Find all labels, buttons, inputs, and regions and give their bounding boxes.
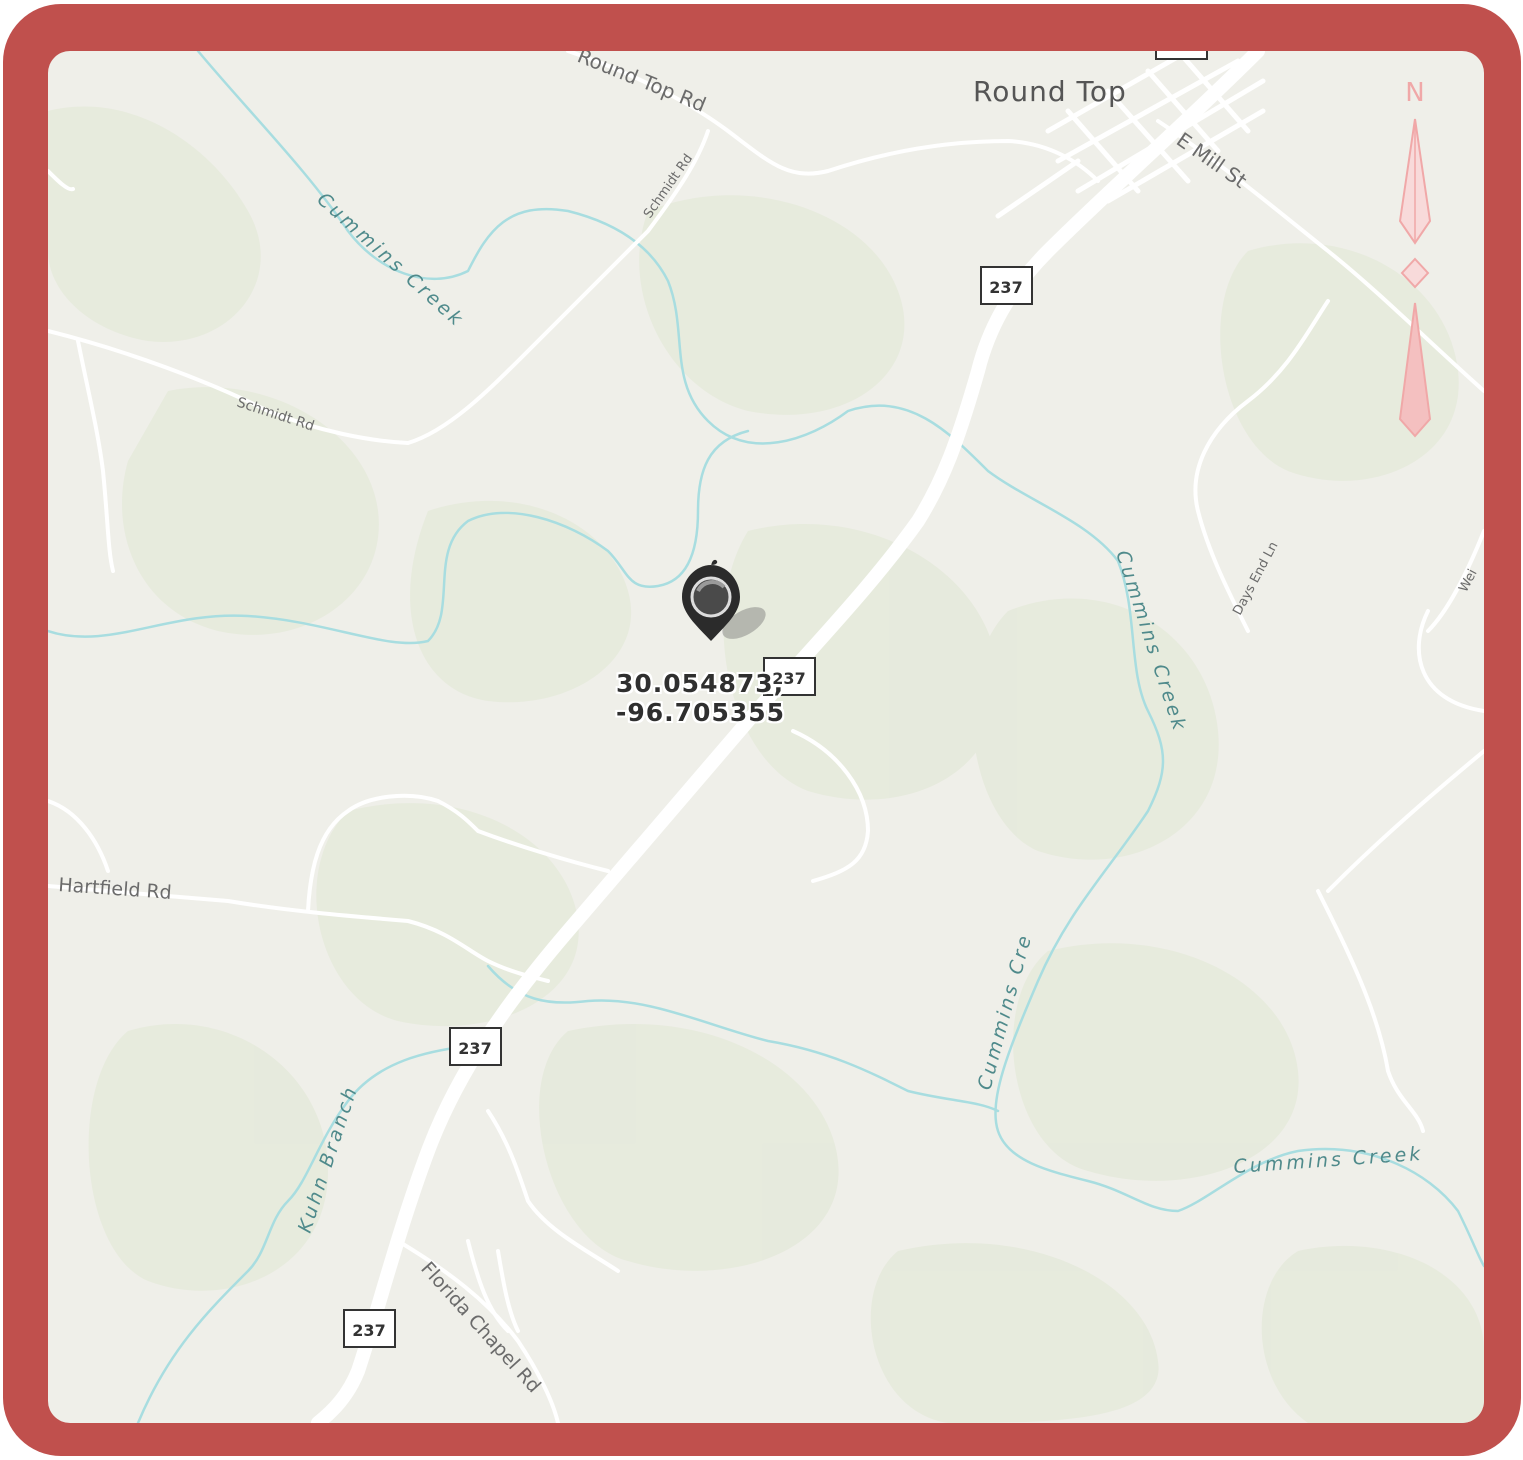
map-canvas[interactable]: 237 237 237 237 Round Top Round Top Rd	[48, 51, 1484, 1423]
latitude-text: 30.054873,	[616, 669, 785, 698]
route-shield-1: 237	[980, 266, 1033, 305]
route-shield-2-text: 237	[772, 669, 805, 688]
map-frame: 237 237 237 237 Round Top Round Top Rd	[3, 4, 1521, 1456]
creek-mid	[48, 429, 750, 645]
map-svg: 237 237 237 237 Round Top Round Top Rd	[48, 51, 1484, 1423]
coordinate-label: 30.054873, -96.705355	[616, 669, 785, 727]
road-label-days-end-ln: Days End Ln	[1230, 539, 1281, 617]
water-layer	[48, 51, 1484, 1423]
road-label-round-top-rd: Round Top Rd	[574, 51, 709, 117]
creek-kuhn	[136, 1044, 470, 1423]
water-label-cummins-creek-nw: Cummins Creek	[313, 188, 469, 332]
route-shield-2: 237	[763, 657, 816, 696]
longitude-text: -96.705355	[616, 698, 786, 727]
vegetation-layer	[48, 106, 1484, 1423]
location-pin-icon[interactable]	[682, 559, 771, 646]
highway-237	[311, 51, 1265, 1423]
compass-icon[interactable]: N	[1398, 78, 1432, 438]
place-label-round-top: Round Top	[973, 75, 1127, 108]
creek-south	[486, 964, 1000, 1113]
road-label-hartfield-rd: Hartfield Rd	[58, 874, 173, 904]
compass-north-label: N	[1405, 78, 1424, 108]
route-shield-4-text: 237	[352, 1321, 385, 1340]
route-shield-top-partial	[1155, 51, 1208, 60]
minor-roads-layer	[48, 51, 1484, 1423]
creek-nw	[196, 51, 1484, 1268]
route-shield-3: 237	[449, 1027, 502, 1066]
route-shield-4: 237	[343, 1309, 396, 1348]
route-shield-3-text: 237	[458, 1039, 491, 1058]
road-label-e-mill-st: E Mill St	[1172, 127, 1251, 193]
route-shield-1-text: 237	[989, 278, 1022, 297]
road-label-partial-east: Wei	[1456, 567, 1480, 595]
